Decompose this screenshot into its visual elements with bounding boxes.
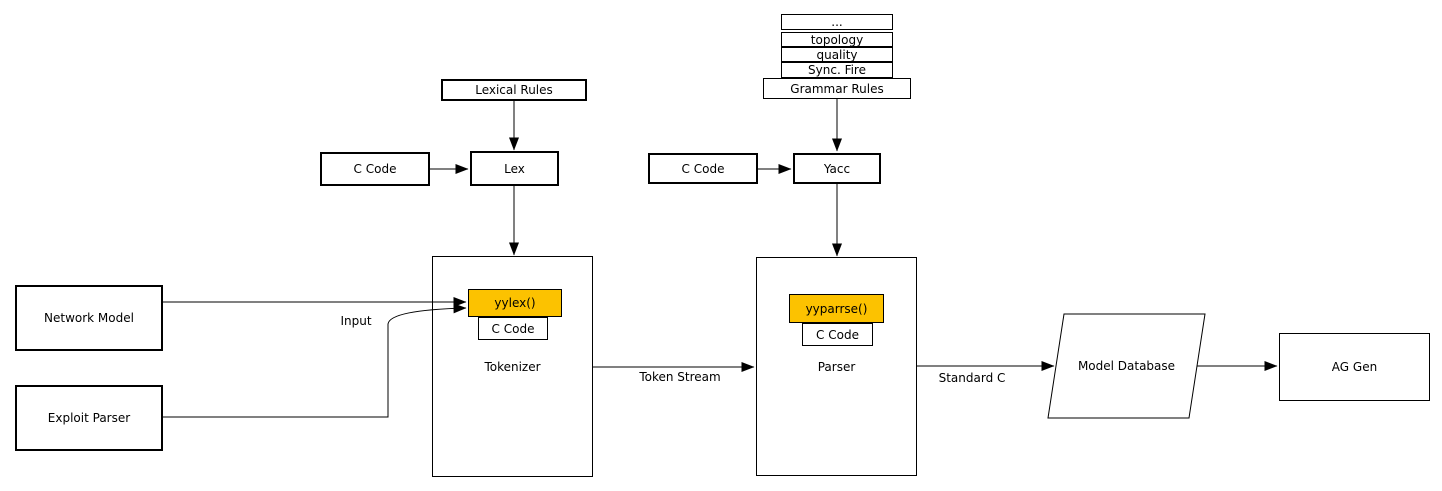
node-lex: Lex [470, 151, 559, 186]
node-exploit-parser: Exploit Parser [15, 385, 163, 451]
node-network-model: Network Model [15, 285, 163, 351]
model-database-label: Model Database [1077, 359, 1176, 373]
node-c-code-yacc: C Code [648, 153, 758, 184]
tokenizer-label: Tokenizer [484, 360, 541, 374]
node-lexical-rules: Lexical Rules [441, 79, 587, 101]
node-ag-gen: AG Gen [1279, 333, 1430, 401]
edge-exploit-parser-to-yylex [163, 303, 467, 418]
stack-item-topology: topology [781, 32, 893, 47]
stack-item-sync-fire: Sync. Fire [781, 62, 893, 78]
node-yacc: Yacc [793, 153, 881, 184]
edge-label-token-stream: Token Stream [639, 370, 721, 384]
stack-item-ellipsis: ... [781, 14, 893, 30]
parser-label: Parser [817, 360, 856, 374]
node-yylex: yylex() [468, 289, 562, 317]
stack-item-quality: quality [781, 47, 893, 62]
node-grammar-rules: Grammar Rules [763, 78, 911, 99]
node-parser: yyparrse() C Code Parser [756, 257, 917, 476]
node-yyparrse: yyparrse() [789, 294, 884, 323]
node-c-code-tokenizer: C Code [478, 317, 548, 340]
node-tokenizer: yylex() C Code Tokenizer [432, 256, 593, 477]
node-c-code-parser: C Code [802, 323, 873, 346]
node-c-code-lex: C Code [320, 152, 430, 186]
edge-label-standard-c: Standard C [938, 371, 1006, 385]
model-database-shape [1047, 313, 1206, 419]
edge-label-input: Input [340, 314, 372, 328]
